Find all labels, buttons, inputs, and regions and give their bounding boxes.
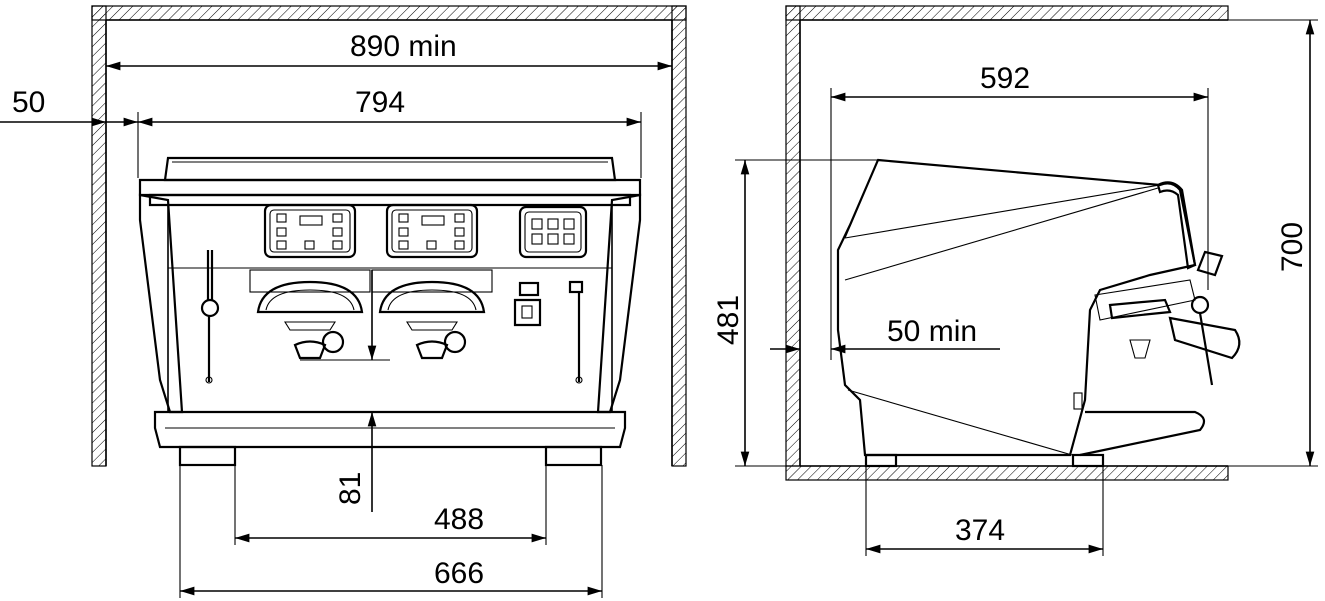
floor	[785, 465, 1229, 481]
control-panel-3	[518, 205, 588, 259]
side-view: 592 481 50 min 700 374	[712, 5, 1318, 556]
dim-794: 794	[355, 86, 405, 119]
espresso-machine-front	[138, 156, 642, 467]
dim-374: 374	[955, 514, 1005, 547]
steam-wand-left	[200, 250, 220, 384]
steam-wand-right	[568, 280, 584, 384]
group-head-right	[371, 269, 493, 360]
foot-back	[864, 453, 898, 468]
foot-right-front	[544, 445, 603, 467]
control-panel-2	[385, 203, 479, 259]
control-panel-1	[263, 203, 357, 259]
top-wall-front	[91, 5, 687, 21]
espresso-machine-side	[836, 158, 1241, 468]
dim-890-min: 890 min	[350, 30, 457, 63]
dim-50-min: 50 min	[887, 315, 977, 348]
dim-700: 700	[1276, 222, 1309, 272]
hot-water-tap	[513, 281, 542, 327]
dim-50: 50	[12, 86, 45, 119]
dim-592: 592	[980, 62, 1030, 95]
foot-front	[1071, 453, 1105, 468]
dim-81: 81	[334, 472, 367, 505]
front-view: 890 min 50 794 81 488 666	[0, 5, 687, 598]
group-head-left	[249, 269, 371, 360]
top-wall-side	[785, 5, 1229, 21]
dim-481: 481	[712, 295, 745, 345]
dim-488: 488	[434, 503, 484, 536]
left-wall	[91, 5, 107, 467]
right-wall-front	[671, 5, 687, 467]
back-wall	[785, 5, 801, 467]
dim-666: 666	[434, 557, 484, 590]
foot-left-front	[178, 445, 237, 467]
